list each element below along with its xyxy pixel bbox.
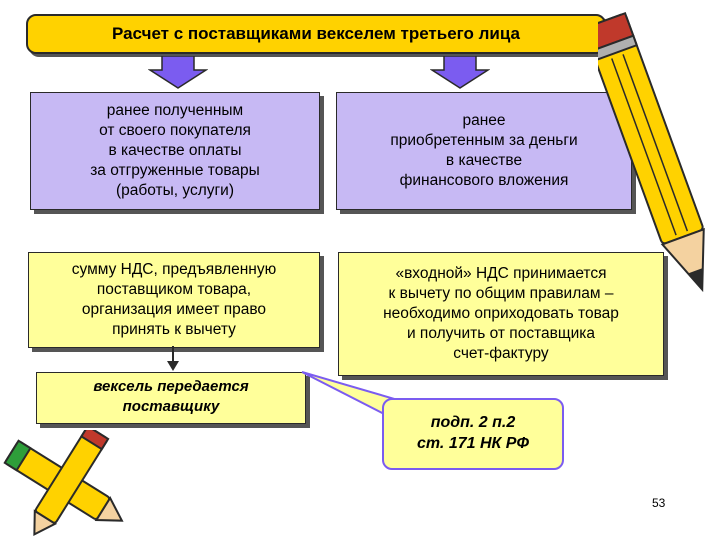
connector-arrow-icon (167, 346, 179, 371)
left-mid-box: сумму НДС, предъявленную поставщиком тов… (28, 252, 320, 348)
left-top-box: ранее полученным от своего покупателя в … (30, 92, 320, 210)
right-down-arrow-icon (430, 56, 490, 89)
left-down-arrow-icon (148, 56, 208, 89)
page-number: 53 (652, 496, 666, 510)
crossed-pencils-icon (3, 430, 124, 537)
right-mid-box: «входной» НДС принимается к вычету по об… (338, 252, 664, 376)
left-bottom-box: вексель передается поставщику (36, 372, 306, 424)
right-top-box: ранее приобретенным за деньги в качестве… (336, 92, 632, 210)
callout-box: подп. 2 п.2 ст. 171 НК РФ (382, 398, 564, 470)
pencil-icon (598, 11, 705, 293)
slide-title: Расчет с поставщиками векселем третьего … (26, 14, 606, 54)
